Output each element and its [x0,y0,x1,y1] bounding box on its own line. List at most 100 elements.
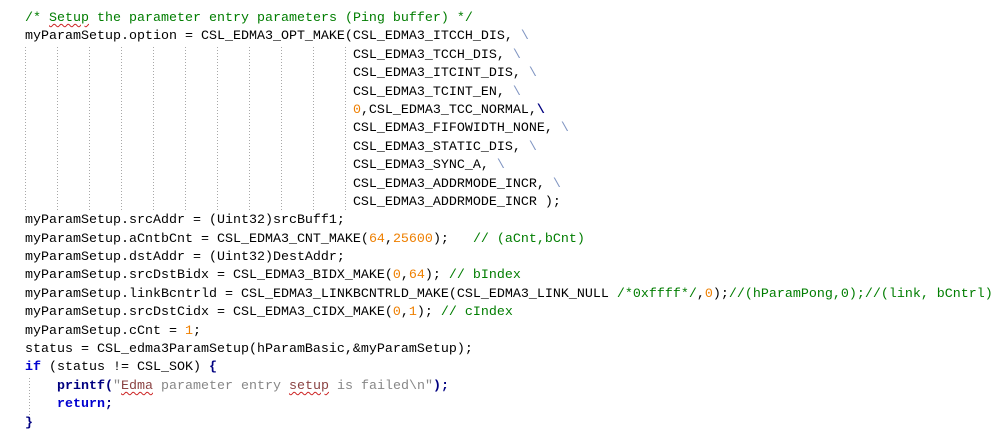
code-token: , [384,231,393,247]
indent-guide [216,46,218,213]
code-line[interactable]: CSL_EDMA3_STATIC_DIS, \ [25,139,1003,157]
code-line[interactable]: return; [25,396,1003,414]
code-line[interactable]: CSL_EDMA3_FIFOWIDTH_NONE, \ [25,120,1003,138]
code-token: CSL_EDMA3_FIFOWIDTH_NONE, [352,121,561,137]
code-token: status = CSL_edma3ParamSetup(hParamBasic… [25,342,473,358]
code-token: CSL_EDMA3_TCCH_DIS, [352,47,513,63]
code-line[interactable]: CSL_EDMA3_SYNC_A, \ [25,157,1003,175]
code-indent [25,66,353,81]
code-token: // cIndex [440,305,513,321]
code-line[interactable]: myParamSetup.dstAddr = (Uint32)DestAddr; [25,249,1003,267]
code-line[interactable]: myParamSetup.linkBcntrld = CSL_EDMA3_LIN… [25,286,1003,304]
code-token: myParamSetup.cCnt = [25,323,185,339]
code-line[interactable]: CSL_EDMA3_TCCH_DIS, \ [25,47,1003,65]
code-token: \ [536,102,545,118]
code-token: // (aCnt,bCnt) [472,231,585,247]
code-token: 0 [704,286,713,302]
code-token: \ [528,66,537,82]
indent-guide [312,46,314,213]
code-token: \ [528,139,537,155]
code-token: 0 [352,102,361,118]
code-line[interactable]: } [25,415,1003,433]
code-line[interactable]: myParamSetup.option = CSL_EDMA3_OPT_MAKE… [25,28,1003,46]
code-token: Edma [121,378,153,394]
code-line[interactable]: status = CSL_edma3ParamSetup(hParamBasic… [25,341,1003,359]
code-indent [25,158,353,173]
indent-guide [152,46,154,213]
code-token: is failed\n" [328,378,433,394]
code-token: 64 [408,268,425,284]
code-token: CSL_EDMA3_ITCINT_DIS, [352,66,529,82]
code-token: CSL_EDMA3_TCINT_EN, [352,84,513,100]
indent-guide [280,46,282,213]
code-token: parameter entry [153,378,289,394]
code-token: Setup [49,11,89,26]
code-token: 1 [408,305,417,321]
code-token: , [400,268,409,284]
code-line[interactable]: CSL_EDMA3_TCINT_EN, \ [25,84,1003,102]
code-token: \ [512,84,521,100]
code-token: return [57,397,105,413]
code-token: CSL_EDMA3_ADDRMODE_INCR, [352,176,553,192]
code-token: CSL_EDMA3_ADDRMODE_INCR ); [352,194,561,210]
code-token: ); [432,231,473,247]
indent-guide [88,46,90,213]
code-token: ); [432,378,449,394]
code-token: (status != CSL_SOK) [41,360,209,376]
code-token: ); [424,268,449,284]
indent-guide [184,46,186,213]
code-indent [25,48,353,63]
code-token: myParamSetup.srcDstCidx = CSL_EDMA3_CIDX… [25,305,393,321]
indent-guide [120,46,122,213]
code-line[interactable]: if (status != CSL_SOK) { [25,359,1003,377]
code-indent [25,140,353,155]
code-line[interactable]: printf("Edma parameter entry setup is fa… [25,378,1003,396]
code-line[interactable]: myParamSetup.aCntbCnt = CSL_EDMA3_CNT_MA… [25,231,1003,249]
code-indent [25,397,57,412]
code-line[interactable]: myParamSetup.srcDstCidx = CSL_EDMA3_CIDX… [25,304,1003,322]
indent-guide [248,46,250,213]
code-token: ( [105,378,113,394]
code-token: \ [496,158,505,174]
code-token: 64 [368,231,385,247]
code-token: 0 [392,305,401,321]
code-token: if [25,360,41,376]
code-token: 0 [392,268,401,284]
code-indent [25,195,353,210]
code-token: myParamSetup.option = CSL_EDMA3_OPT_MAKE… [25,29,521,45]
code-token: /* [25,11,49,26]
code-token: CSL_EDMA3_STATIC_DIS, [352,139,529,155]
code-token: the parameter entry parameters (Ping buf… [89,11,473,26]
indent-guide [25,46,26,213]
code-token: ); [416,305,441,321]
indent-guide [56,46,58,213]
code-token: } [25,415,33,431]
code-indent [25,379,57,394]
code-line[interactable]: myParamSetup.cCnt = 1; [25,323,1003,341]
code-line[interactable]: CSL_EDMA3_ADDRMODE_INCR, \ [25,176,1003,194]
code-indent [25,85,353,100]
code-token: // bIndex [448,268,521,284]
indent-guide [28,378,30,415]
code-token: myParamSetup.aCntbCnt = CSL_EDMA3_CNT_MA… [25,231,369,247]
indent-guide [344,46,346,213]
code-line[interactable]: /* Setup the parameter entry parameters … [25,10,1003,28]
code-token: printf [57,378,105,394]
code-token: /*0xffff*/ [616,286,697,302]
code-line[interactable]: myParamSetup.srcAddr = (Uint32)srcBuff1; [25,212,1003,230]
code-token: //(hParamPong,0);//(link, bCntrl) [728,286,993,302]
code-token: CSL_EDMA3_SYNC_A, [352,158,497,174]
code-token: ); [712,286,729,302]
code-line[interactable]: CSL_EDMA3_ADDRMODE_INCR ); [25,194,1003,212]
code-line[interactable]: myParamSetup.srcDstBidx = CSL_EDMA3_BIDX… [25,267,1003,285]
code-token: , [696,286,705,302]
code-token: 1 [184,323,193,339]
code-line[interactable]: 0,CSL_EDMA3_TCC_NORMAL,\ [25,102,1003,120]
code-token: , [400,305,409,321]
code-token: { [208,360,217,376]
code-token: setup [288,378,329,394]
code-line[interactable]: CSL_EDMA3_ITCINT_DIS, \ [25,65,1003,83]
